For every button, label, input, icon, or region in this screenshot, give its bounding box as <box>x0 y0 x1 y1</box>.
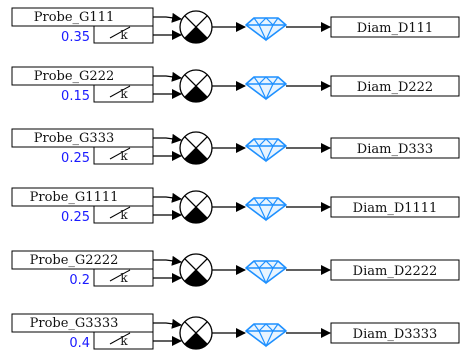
probe-label: Probe_G222 <box>34 69 115 84</box>
output-block[interactable] <box>330 75 460 97</box>
multiply-circle-icon[interactable] <box>179 131 213 165</box>
input-arrow <box>153 12 182 23</box>
gain-slash <box>109 85 131 98</box>
output-label: Diam_D111 <box>357 21 433 36</box>
input-arrow <box>153 133 182 144</box>
gain-slash <box>109 206 131 219</box>
gain-label: k <box>120 28 128 42</box>
multiply-circle-icon[interactable] <box>179 190 213 224</box>
gain-value: 0.25 <box>61 151 90 166</box>
output-block[interactable] <box>330 259 460 281</box>
output-block[interactable] <box>330 196 460 218</box>
multiply-circle-icon[interactable] <box>179 69 213 103</box>
multiply-circle-icon[interactable] <box>179 10 213 44</box>
diamond-icon[interactable] <box>245 76 287 101</box>
gain-label: k <box>120 334 128 348</box>
probe-label: Probe_G333 <box>34 131 115 146</box>
output-label: Diam_D3333 <box>353 327 438 342</box>
gain-value: 0.2 <box>69 273 90 288</box>
output-block[interactable] <box>330 137 460 159</box>
gain-slash <box>109 269 131 282</box>
diamond-icon[interactable] <box>245 138 287 163</box>
gain-value: 0.4 <box>69 336 90 351</box>
output-block[interactable] <box>330 322 460 344</box>
gain-label: k <box>120 208 128 222</box>
diamond-icon[interactable] <box>245 323 287 348</box>
gain-slash <box>109 332 131 345</box>
gain-value: 0.25 <box>61 210 90 225</box>
probe-label: Probe_G1111 <box>30 190 119 205</box>
input-arrow <box>153 255 182 266</box>
multiply-circle-icon[interactable] <box>179 316 213 350</box>
output-label: Diam_D1111 <box>353 201 438 216</box>
multiply-circle-icon[interactable] <box>179 253 213 287</box>
gain-slash <box>109 147 131 160</box>
probe-label: Probe_G2222 <box>30 253 119 268</box>
output-label: Diam_D2222 <box>353 264 438 279</box>
gain-label: k <box>120 149 128 163</box>
gain-label: k <box>120 87 128 101</box>
input-arrow <box>153 192 182 203</box>
input-arrow <box>153 318 182 329</box>
gain-label: k <box>120 271 128 285</box>
output-block[interactable] <box>330 16 460 38</box>
gain-value: 0.15 <box>61 89 90 104</box>
gain-value: 0.35 <box>61 30 90 45</box>
probe-label: Probe_G111 <box>34 10 115 25</box>
diamond-icon[interactable] <box>245 197 287 222</box>
output-label: Diam_D333 <box>357 142 433 157</box>
output-label: Diam_D222 <box>357 80 433 95</box>
probe-label: Probe_G3333 <box>30 316 119 331</box>
diamond-icon[interactable] <box>245 17 287 42</box>
input-arrow <box>153 71 182 82</box>
diamond-icon[interactable] <box>245 260 287 285</box>
gain-slash <box>109 26 131 39</box>
